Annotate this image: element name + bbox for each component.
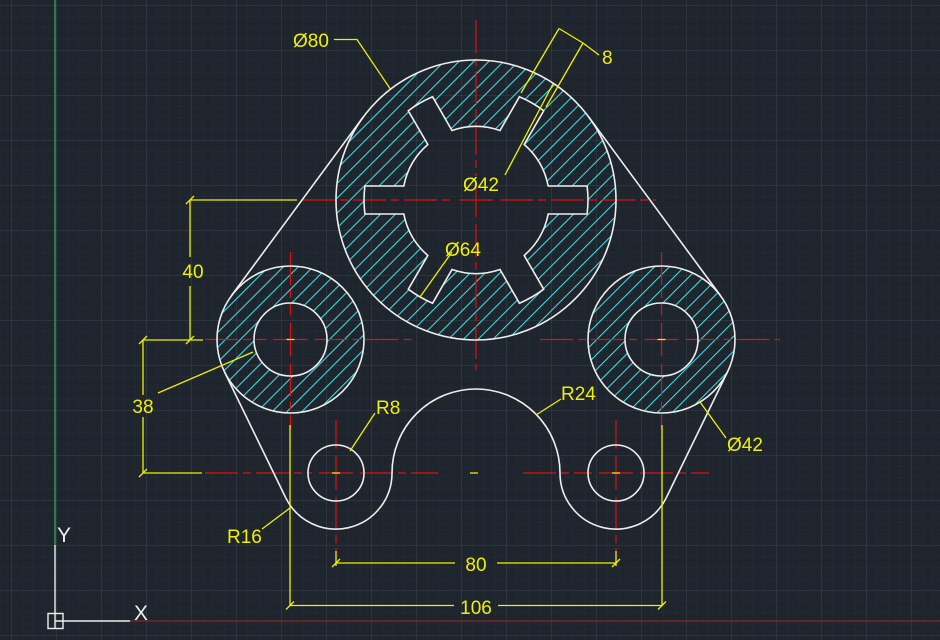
dim-outer-diameter[interactable]: Ø80 xyxy=(293,31,391,89)
hatch-right-ring[interactable] xyxy=(588,266,735,413)
leader-small-hole-radius xyxy=(349,412,376,452)
dim-middle-arc-radius[interactable]: R24 xyxy=(535,384,596,416)
ucs-y-label: Y xyxy=(57,524,71,547)
dim-bottom-fillet-radius[interactable]: R16 xyxy=(227,507,291,548)
dim-text-bottom-fillet-radius[interactable]: R16 xyxy=(227,527,262,548)
part-geometry[interactable] xyxy=(216,59,736,530)
dim-text-boss-spacing[interactable]: 106 xyxy=(460,598,492,619)
dim-text-side-boss-diameter[interactable]: Ø42 xyxy=(727,435,763,456)
right-boss-circle[interactable] xyxy=(587,265,736,414)
leader-outer-diameter xyxy=(334,38,391,89)
dim-slot-width[interactable]: 8 xyxy=(520,27,613,108)
ucs-x-label: X xyxy=(134,602,148,625)
dim-small-hole-radius[interactable]: R8 xyxy=(349,398,400,452)
leader-gear-outer xyxy=(419,251,453,298)
left-small-hole[interactable] xyxy=(307,444,365,502)
dim-text-small-hole-radius[interactable]: R8 xyxy=(376,398,400,419)
world-axes xyxy=(54,0,940,622)
dimline-hole-spacing xyxy=(331,551,621,568)
dim-gear-outer[interactable]: Ø64 xyxy=(419,240,481,298)
right-boss-bore[interactable] xyxy=(624,302,699,377)
dim-boss-spacing[interactable]: 106 xyxy=(285,425,667,619)
dim-gear-bore[interactable]: Ø42 xyxy=(463,83,554,196)
ucs-icon: X Y xyxy=(47,524,148,630)
dim-side-boss-diameter[interactable]: Ø42 xyxy=(699,401,763,456)
dim-offset-bottom[interactable]: 38 xyxy=(132,335,254,478)
left-boss-bore[interactable] xyxy=(253,302,328,377)
dim-offset-top[interactable]: 40 xyxy=(143,195,297,345)
dimline-offset-top xyxy=(143,195,297,345)
bottom-profile-arcs[interactable] xyxy=(284,388,668,530)
gear-cutout-profile[interactable] xyxy=(363,95,589,305)
tangent-line-lower-right[interactable] xyxy=(665,371,729,498)
leader-gear-bore xyxy=(504,83,554,176)
dim-text-offset-top[interactable]: 40 xyxy=(182,262,203,283)
dim-text-outer-diameter[interactable]: Ø80 xyxy=(293,31,329,52)
tangent-line-upper-right[interactable] xyxy=(588,116,722,297)
dimensions[interactable]: Ø80 8 Ø42 Ø64 40 38 R8 xyxy=(132,27,763,620)
dim-text-middle-arc-radius[interactable]: R24 xyxy=(561,384,596,405)
hatch-left-ring[interactable] xyxy=(217,265,365,414)
arc-center-marks xyxy=(286,338,666,474)
centerlines[interactable] xyxy=(205,20,780,553)
dim-text-hole-spacing[interactable]: 80 xyxy=(465,555,486,576)
dim-text-gear-bore[interactable]: Ø42 xyxy=(463,175,499,196)
dim-text-slot-width[interactable]: 8 xyxy=(602,48,613,69)
leader-side-boss-diameter xyxy=(699,401,727,439)
outer-circle[interactable] xyxy=(335,59,617,341)
dim-text-gear-outer[interactable]: Ø64 xyxy=(445,240,481,261)
tangent-line-lower-left[interactable] xyxy=(223,371,287,498)
right-small-hole[interactable] xyxy=(587,444,645,502)
hatch-main-disc[interactable] xyxy=(336,60,616,340)
dim-hole-spacing[interactable]: 80 xyxy=(331,551,621,576)
section-hatch[interactable] xyxy=(217,60,735,414)
leader-middle-arc-radius xyxy=(535,398,562,416)
leader-bottom-fillet-radius xyxy=(261,507,291,530)
tangent-line-upper-left[interactable] xyxy=(230,116,364,297)
left-boss-circle[interactable] xyxy=(216,265,365,414)
dim-text-offset-bottom[interactable]: 38 xyxy=(132,397,153,418)
dimline-offset-bottom xyxy=(138,335,254,478)
leader-slot-width xyxy=(520,27,600,108)
dimline-boss-spacing xyxy=(285,425,667,610)
